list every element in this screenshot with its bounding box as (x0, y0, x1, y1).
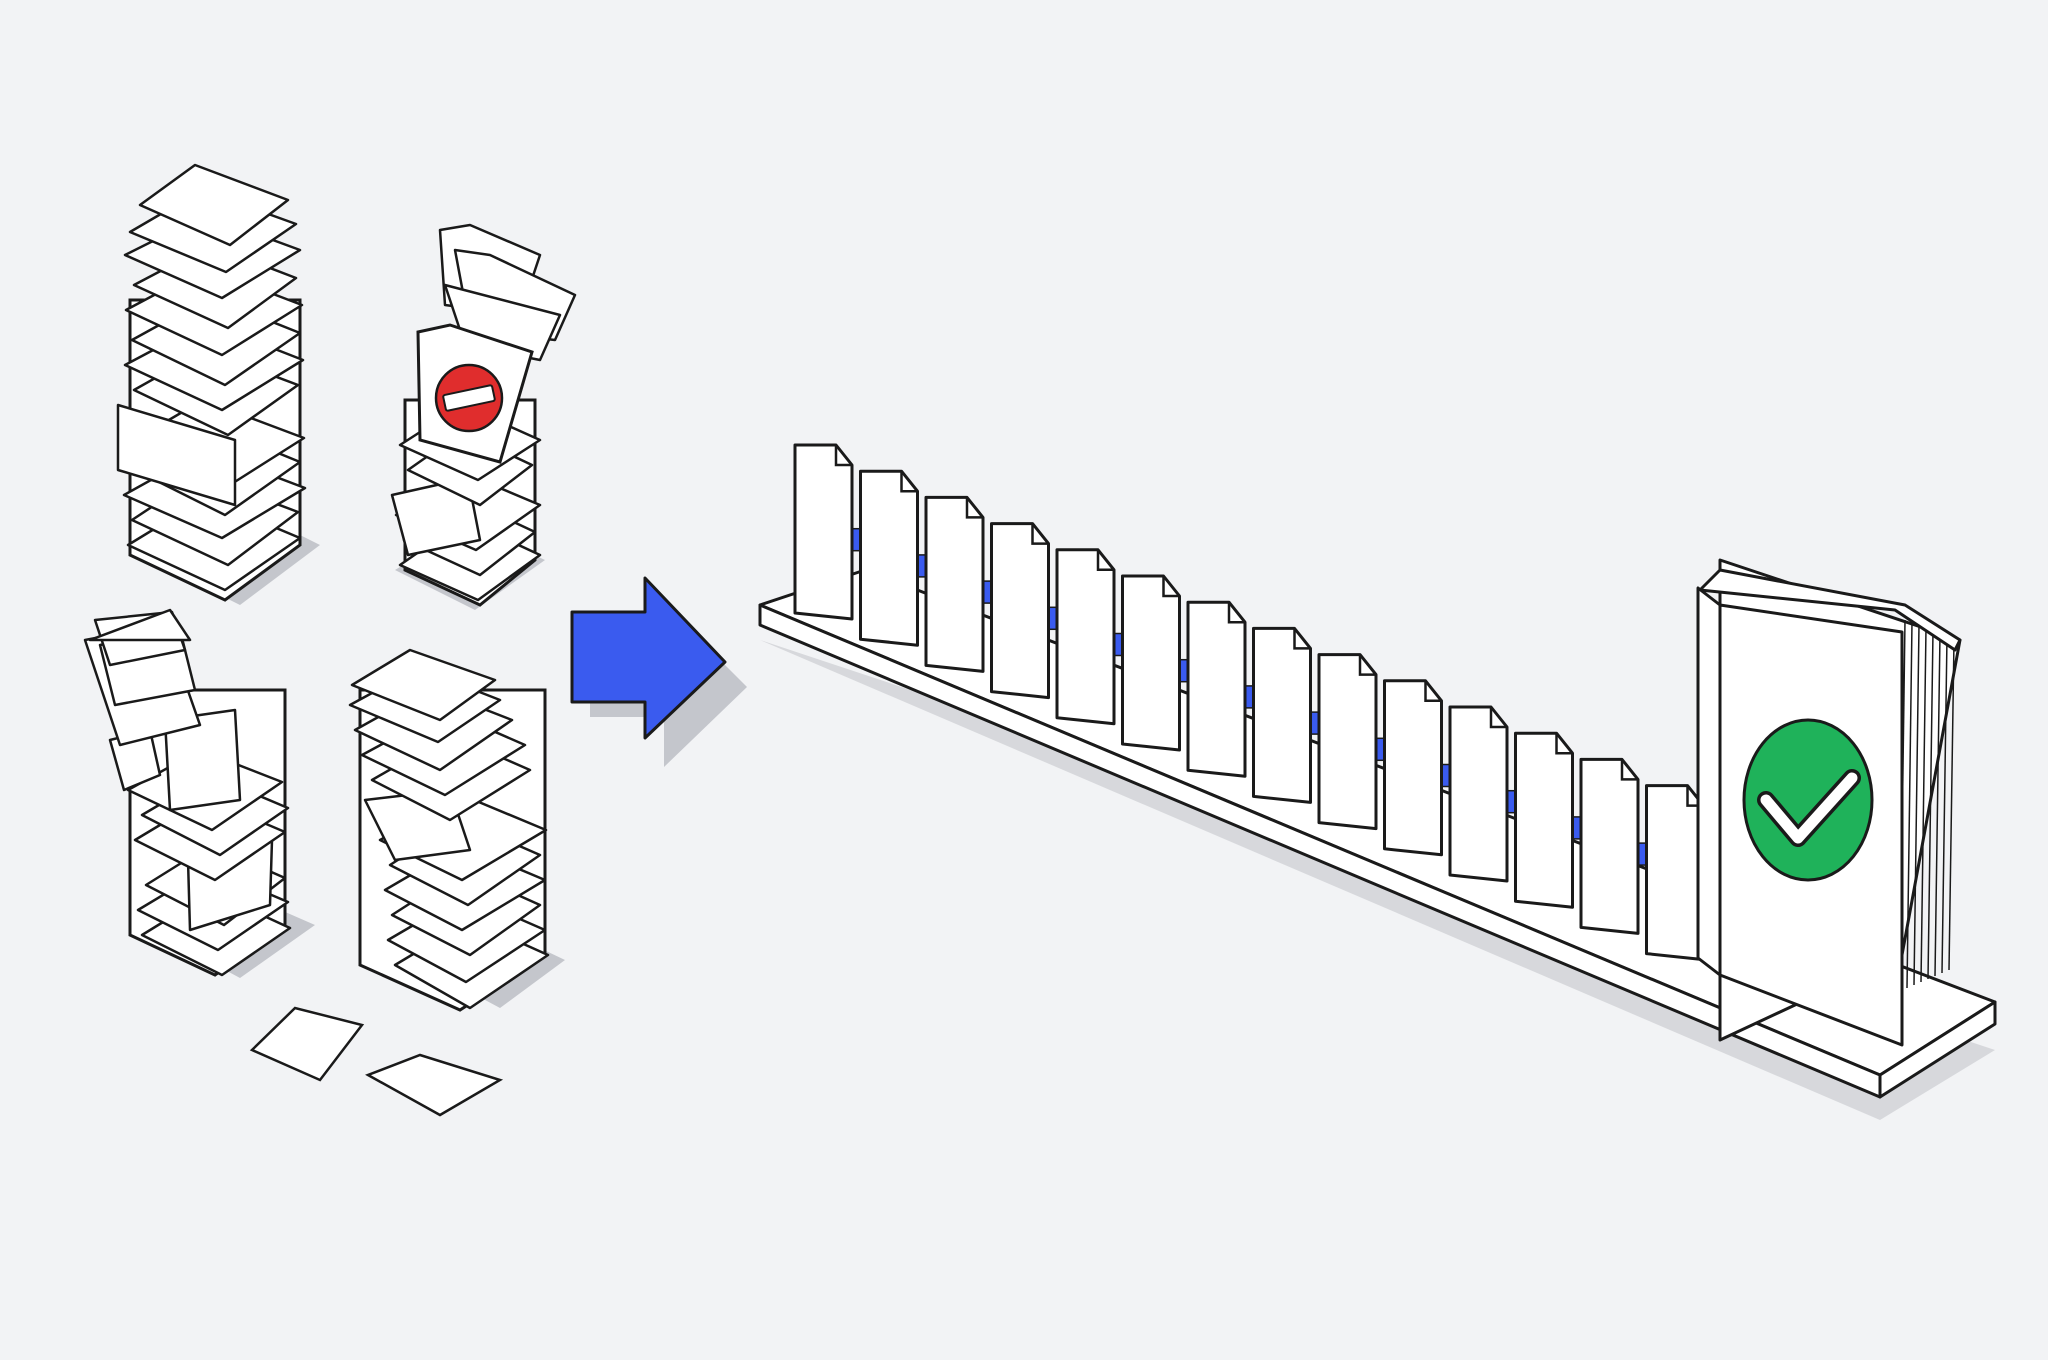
shelf-documents (793, 443, 1705, 962)
arrow-right-icon (570, 576, 747, 767)
document-fold-corner (1358, 654, 1376, 676)
document-fold-corner (1489, 707, 1507, 729)
shelf-document (1317, 653, 1378, 831)
document-fold-corner (1424, 680, 1442, 703)
no-entry-icon (434, 363, 504, 433)
paper-pile-blocked (390, 223, 577, 610)
loose-sheet (365, 1053, 504, 1117)
shelf-document (924, 495, 985, 673)
shelf-document (1579, 757, 1640, 935)
shelf-document (1645, 784, 1705, 962)
document-fold-corner (834, 445, 852, 467)
book-pages (1899, 619, 1955, 991)
document-shelf (758, 443, 1997, 1120)
checkmark-icon (1742, 718, 1874, 882)
completed-book (1696, 558, 1962, 1047)
shelf-document (1121, 574, 1181, 752)
shelf-document (1186, 600, 1247, 778)
shelf-document (990, 522, 1050, 700)
shelf-document (1514, 731, 1574, 909)
document-fold-corner (1620, 759, 1638, 781)
messy-document-piles (83, 163, 577, 1117)
shelf-document (1383, 679, 1443, 857)
shelf-document (859, 469, 919, 647)
paper-pile (348, 648, 565, 1012)
shelf-document (793, 443, 854, 621)
document-fold-corner (1031, 523, 1049, 545)
shelf-document (1448, 705, 1509, 883)
document-fold-corner (1162, 576, 1180, 598)
document-fold-corner (1555, 733, 1573, 755)
document-fold-corner (1293, 628, 1311, 650)
document-fold-corner (900, 471, 918, 493)
loose-sheet (249, 1006, 365, 1082)
document-fold-corner (1096, 549, 1114, 572)
paper-pile (116, 163, 320, 605)
document-fold-corner (965, 497, 983, 519)
shelf-document (1252, 626, 1312, 804)
shelf-document (1055, 548, 1116, 726)
document-fold-corner (1227, 602, 1245, 624)
paper-pile (83, 608, 315, 978)
